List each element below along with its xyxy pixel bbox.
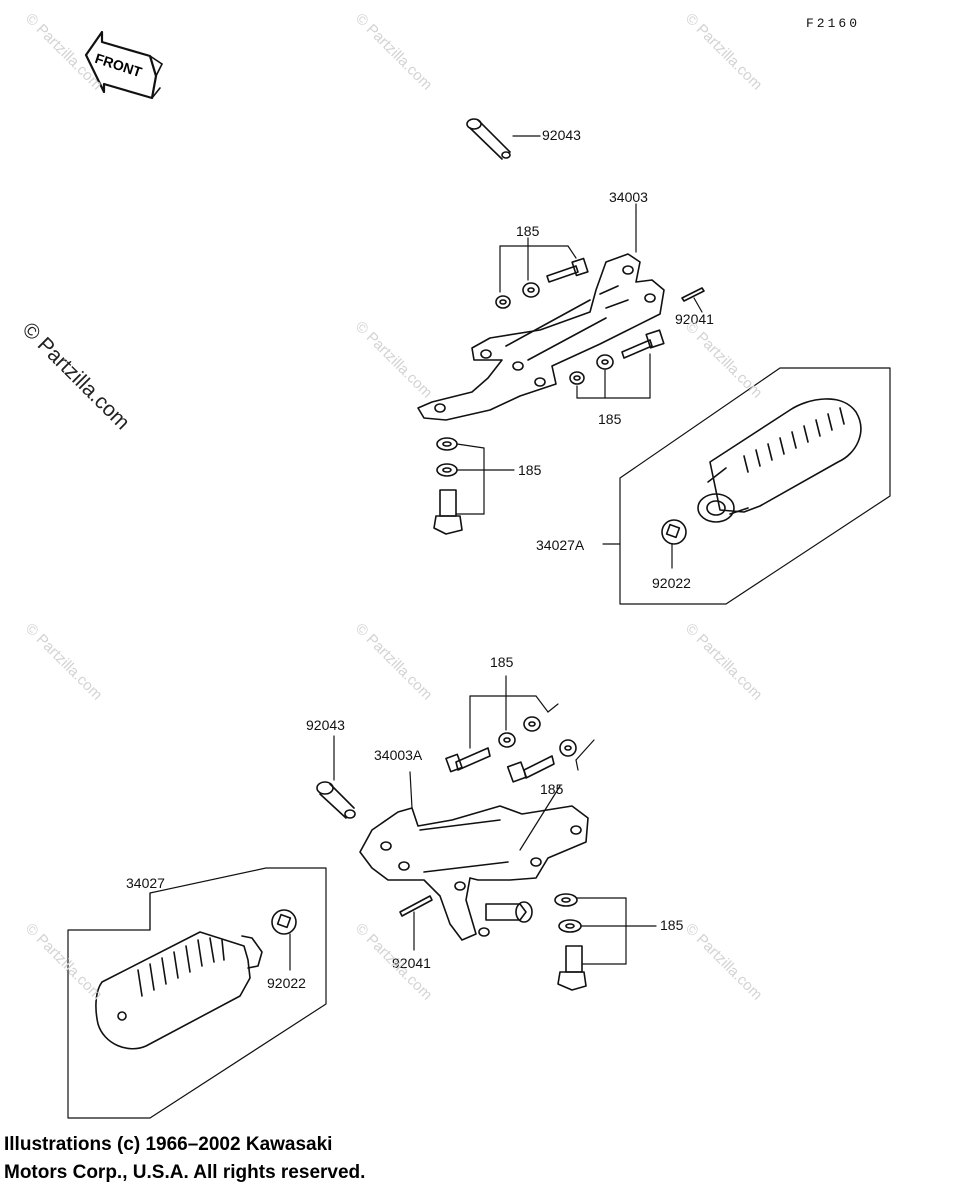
bracket-34003 [417, 203, 665, 421]
label-185-c: 185 [518, 462, 542, 478]
bolt-washer-group-c [433, 437, 515, 535]
copyright-line-2: Motors Corp., U.S.A. All rights reserved… [4, 1162, 366, 1183]
label-92022-right: 92022 [652, 575, 691, 591]
bolt-washer-group-f [554, 893, 657, 991]
label-34003A: 34003A [374, 747, 423, 763]
label-185-d: 185 [490, 654, 514, 670]
label-92041-top: 92041 [675, 311, 714, 327]
label-185-e: 185 [540, 781, 564, 797]
label-92043-top: 92043 [542, 127, 581, 143]
footpeg-34027A-box [602, 367, 891, 605]
label-92043-bottom: 92043 [306, 717, 345, 733]
footpeg-34027-box [67, 867, 327, 1119]
pin-92043-top [466, 118, 541, 160]
copyright-line-1: Illustrations (c) 1966–2002 Kawasaki [4, 1134, 333, 1155]
front-arrow-icon [84, 30, 163, 100]
label-34003: 34003 [609, 189, 648, 205]
label-92041-bottom: 92041 [392, 955, 431, 971]
bracket-34003A [359, 771, 589, 941]
label-185-f: 185 [660, 917, 684, 933]
label-185-b: 185 [598, 411, 622, 427]
label-34027: 34027 [126, 875, 165, 891]
footpeg-34027 [95, 909, 297, 1050]
cotter-pin-92041-top [681, 287, 705, 313]
label-92022-left: 92022 [267, 975, 306, 991]
label-34027A: 34027A [536, 537, 585, 553]
footpeg-34027A [661, 398, 862, 569]
bolt-washer-group-d [445, 675, 559, 773]
cotter-pin-92041-bottom [399, 895, 433, 951]
label-185-a: 185 [516, 223, 540, 239]
pin-92043-bottom [316, 735, 356, 819]
bolt-washer-group-a [495, 237, 589, 309]
figure-code: F2160 [806, 16, 861, 31]
bolt-washer-group-b [569, 329, 665, 399]
bolt-washer-group-e [506, 739, 595, 783]
